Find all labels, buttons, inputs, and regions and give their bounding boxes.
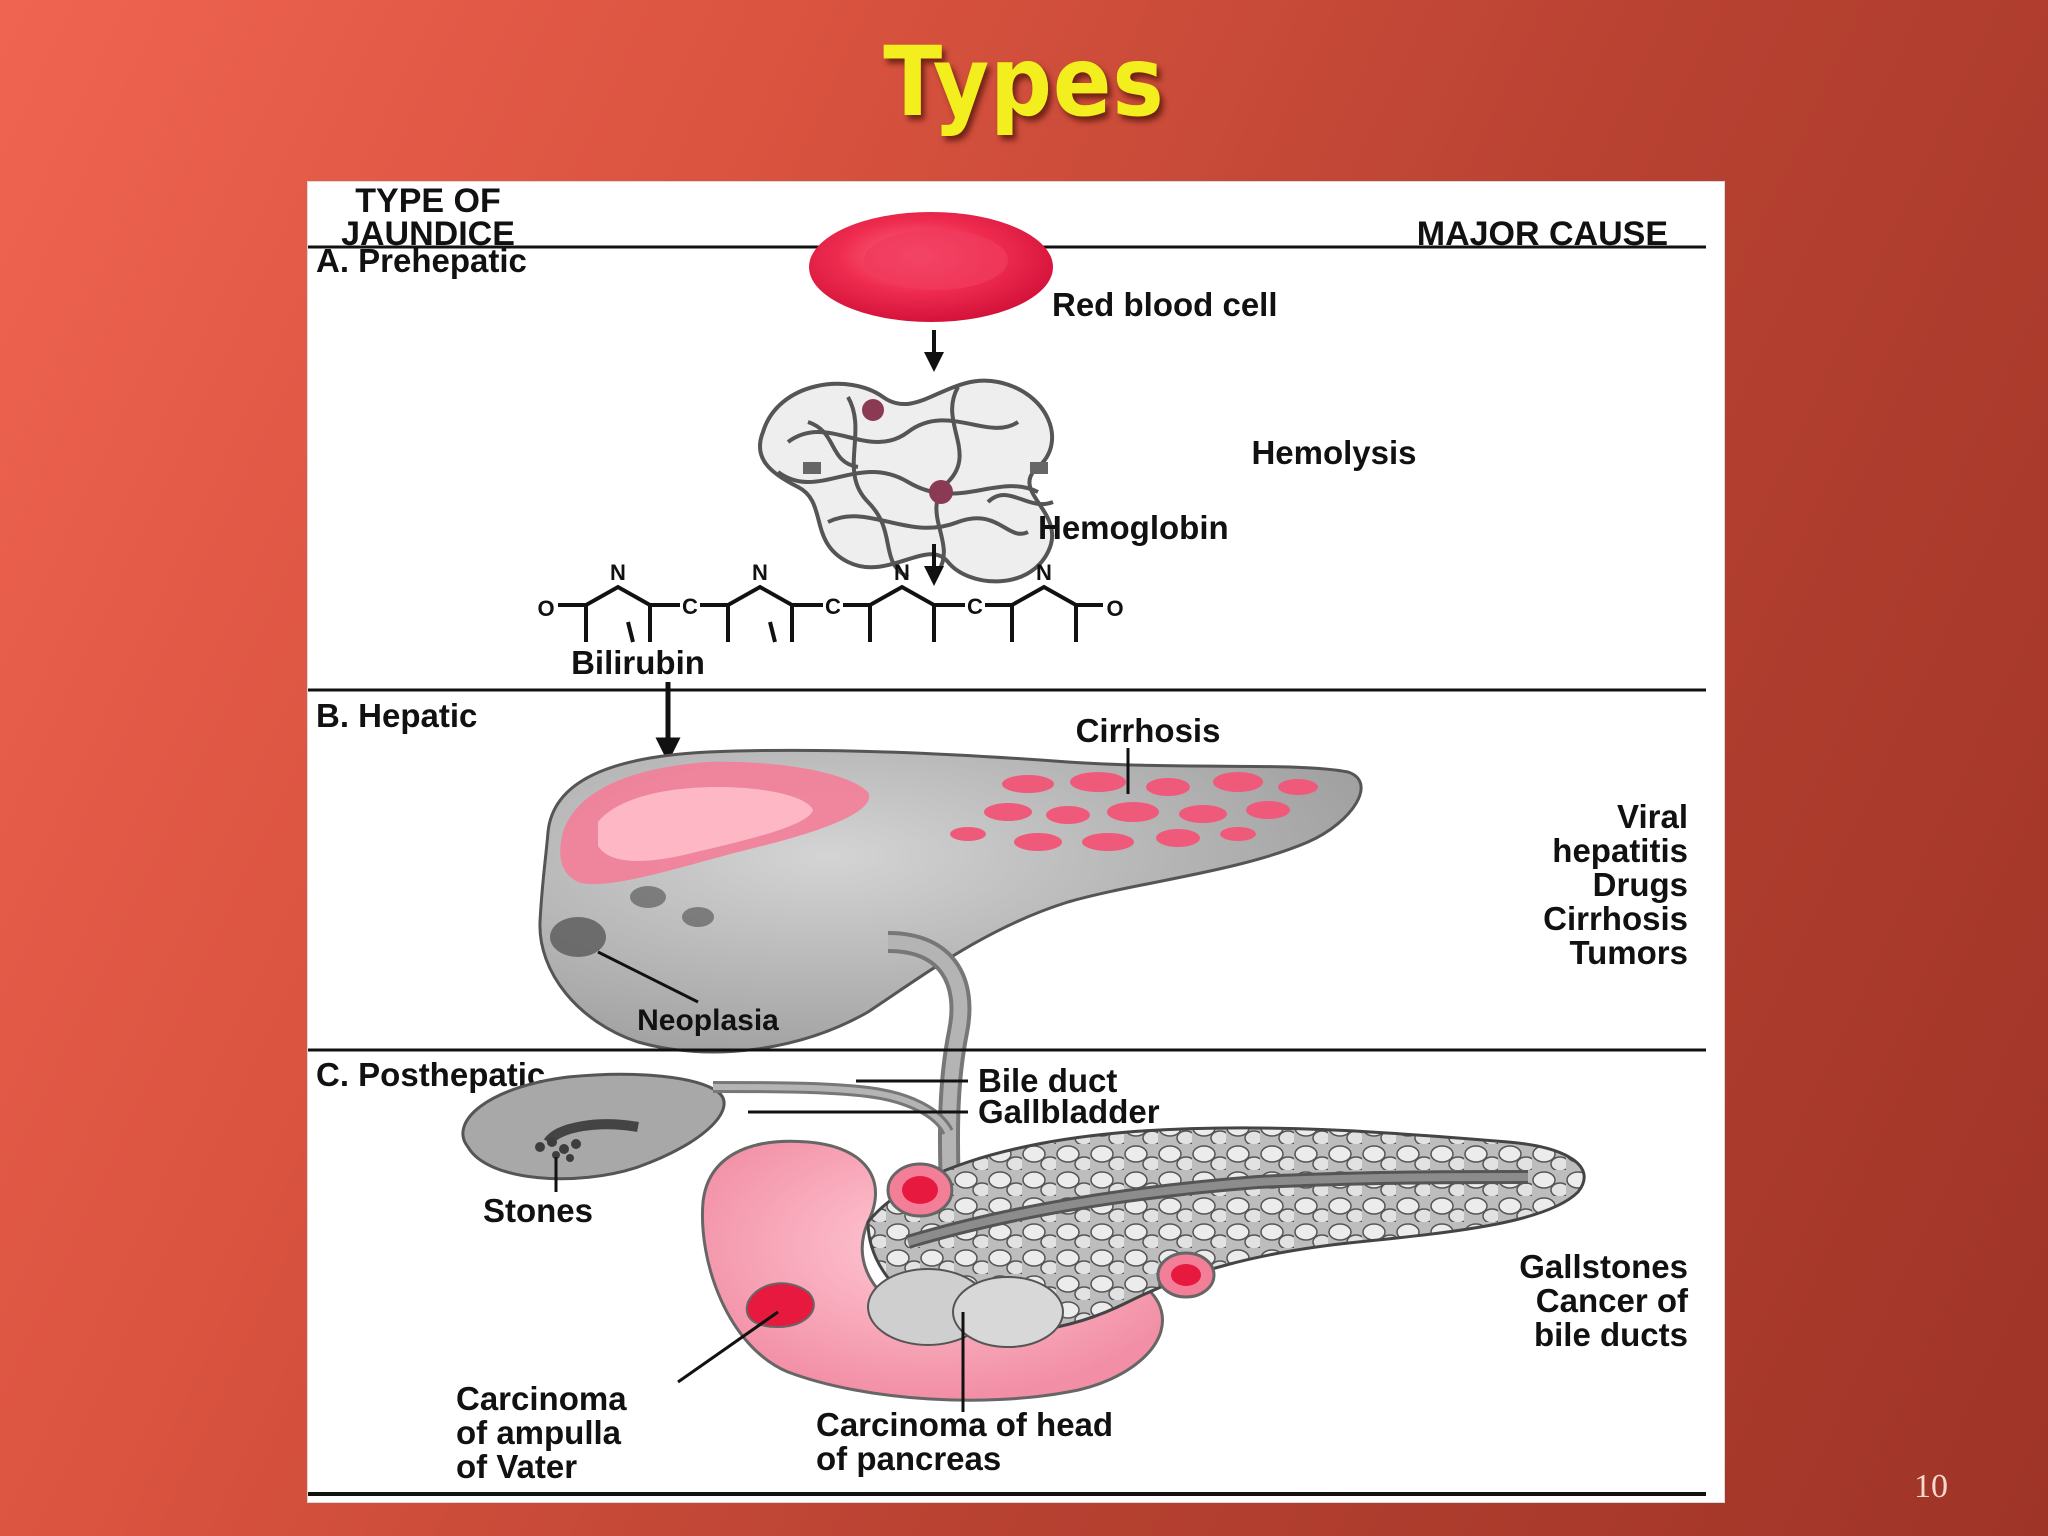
gallbladder-illustration bbox=[461, 1072, 954, 1181]
bile-duct-label: Bile duct bbox=[978, 1062, 1117, 1099]
hepatic-causes: Viral hepatitis Drugs Cirrhosis Tumors bbox=[1543, 798, 1688, 971]
hepatic-cause-5: Tumors bbox=[1569, 934, 1688, 971]
hepatic-cause-2: hepatitis bbox=[1552, 832, 1688, 869]
section-hepatic: B. Hepatic bbox=[308, 682, 1706, 1193]
posthepatic-cause-2: Cancer of bbox=[1536, 1282, 1689, 1319]
pancreas-line1: Carcinoma of head bbox=[816, 1406, 1113, 1443]
pancreas-line2: of pancreas bbox=[816, 1440, 1001, 1477]
bilirubin-atoms: O N C N C N C N O bbox=[537, 560, 1123, 621]
header-type-line1: TYPE OF bbox=[355, 182, 500, 220]
pancreas-duodenum-illustration bbox=[700, 1126, 1586, 1402]
cirrhosis-label: Cirrhosis bbox=[1076, 712, 1221, 749]
section-b-title: B. Hepatic bbox=[316, 697, 477, 734]
section-prehepatic: A. Prehepatic Red blood cell bbox=[308, 212, 1706, 692]
atom-c-2: C bbox=[825, 594, 841, 619]
slide-title: Types bbox=[883, 26, 1165, 138]
red-blood-cell-illustration bbox=[809, 212, 1053, 322]
atom-n-2: N bbox=[752, 560, 768, 585]
bilirubin-label: Bilirubin bbox=[571, 644, 705, 681]
figure-header: TYPE OF JAUNDICE MAJOR CAUSE bbox=[308, 182, 1706, 253]
neoplasia-pointer bbox=[597, 950, 699, 1004]
posthepatic-causes: Gallstones Cancer of bile ducts bbox=[1519, 1248, 1689, 1353]
page-number: 10 bbox=[1914, 1468, 1948, 1505]
gallbladder-label: Gallbladder bbox=[978, 1093, 1160, 1130]
red-blood-cell-label: Red blood cell bbox=[1052, 286, 1278, 323]
posthepatic-cause-1: Gallstones bbox=[1519, 1248, 1688, 1285]
atom-n-1: N bbox=[610, 560, 626, 585]
atom-c-3: C bbox=[967, 594, 983, 619]
ampulla-line2: of ampulla bbox=[456, 1414, 622, 1451]
hepatic-cause-3: Drugs bbox=[1593, 866, 1688, 903]
bilirubin-structure bbox=[558, 584, 1103, 643]
posthepatic-cause-3: bile ducts bbox=[1534, 1316, 1688, 1353]
liver-illustration bbox=[538, 748, 1363, 1193]
atom-o-right: O bbox=[1106, 596, 1123, 621]
hepatic-cause-4: Cirrhosis bbox=[1543, 900, 1688, 937]
pancreas-label: Carcinoma of head of pancreas bbox=[816, 1406, 1113, 1477]
ampulla-label: Carcinoma of ampulla of Vater bbox=[456, 1380, 627, 1485]
hepatic-cause-1: Viral bbox=[1617, 798, 1688, 835]
jaundice-types-figure: TYPE OF JAUNDICE MAJOR CAUSE A. Prehepat… bbox=[308, 182, 1724, 1502]
atom-o-left: O bbox=[537, 596, 554, 621]
ampulla-pointer bbox=[677, 1310, 779, 1384]
neoplasia-label: Neoplasia bbox=[637, 1004, 779, 1037]
atom-n-4: N bbox=[1036, 560, 1052, 585]
section-c-title: C. Posthepatic bbox=[316, 1056, 545, 1093]
stones-label: Stones bbox=[483, 1192, 593, 1229]
ampulla-line1: Carcinoma bbox=[456, 1380, 627, 1417]
section-posthepatic: C. Posthepatic Bile duct Gallbladder Sto… bbox=[308, 1056, 1706, 1496]
hemoglobin-illustration bbox=[757, 378, 1055, 584]
atom-n-3: N bbox=[894, 560, 910, 585]
hemolysis-cause: Hemolysis bbox=[1251, 434, 1416, 471]
atom-c-1: C bbox=[682, 594, 698, 619]
hemoglobin-label: Hemoglobin bbox=[1038, 509, 1229, 546]
section-a-title: A. Prehepatic bbox=[316, 242, 527, 279]
ampulla-line3: of Vater bbox=[456, 1448, 577, 1485]
